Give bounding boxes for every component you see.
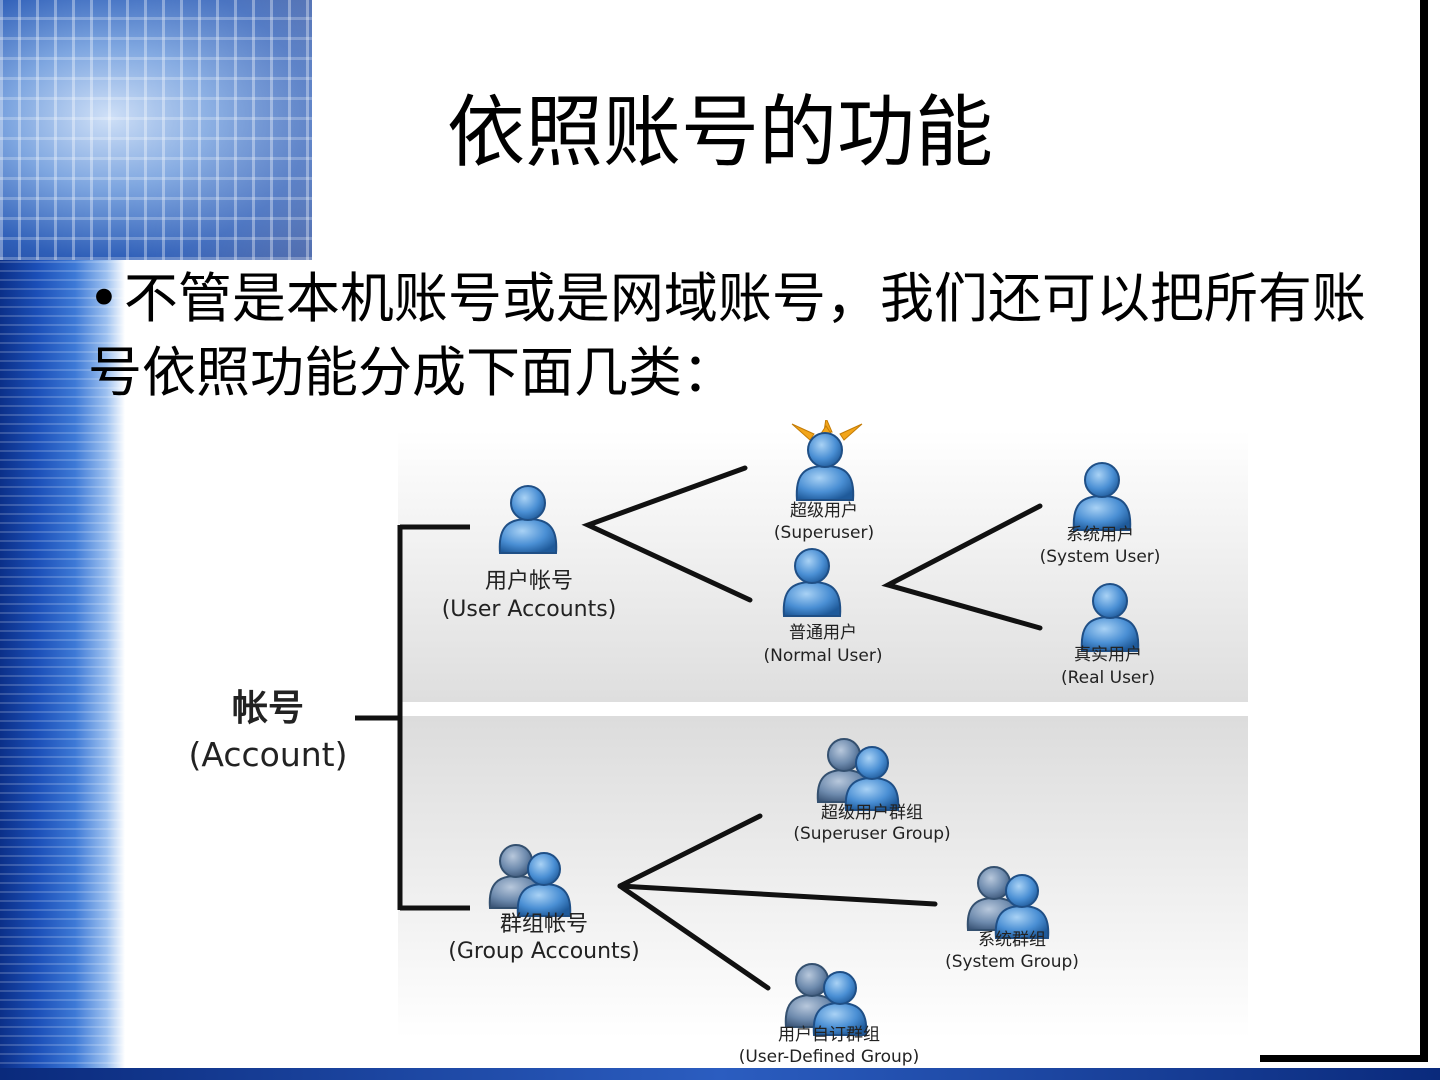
user-defined-group-label-zh: 用户自订群组	[778, 1025, 880, 1045]
root-bracket	[355, 524, 470, 911]
user-connectors	[581, 465, 1043, 631]
group-accounts-label-en: (Group Accounts)	[448, 939, 639, 964]
normal-user-label-zh: 普通用户	[789, 623, 857, 643]
superuser-group-label-zh: 超级用户群组	[821, 803, 923, 823]
system-group-label-zh: 系统群组	[978, 930, 1046, 950]
user-accounts-label-zh: 用户帐号	[485, 569, 573, 594]
root-label-en: (Account)	[189, 735, 348, 774]
slide-title: 依照账号的功能	[446, 88, 993, 178]
group-accounts-label-zh: 群组帐号	[500, 912, 588, 937]
bullet-dot: •	[88, 267, 120, 330]
system-user-label-en: (System User)	[1040, 547, 1161, 567]
corner-globe-graphic	[0, 0, 312, 260]
user-defined-group-label-en: (User-Defined Group)	[739, 1047, 920, 1067]
bullet-paragraph: •不管是本机账号或是网域账号，我们还可以把所有账号依照功能分成下面几类：	[88, 262, 1368, 410]
corner-fade	[125, 0, 315, 260]
bullet-text: 不管是本机账号或是网域账号，我们还可以把所有账号依照功能分成下面几类：	[88, 267, 1366, 404]
superuser-label-zh: 超级用户	[790, 501, 858, 521]
frame-border-right	[1420, 0, 1428, 1062]
system-user-label-zh: 系统用户	[1066, 525, 1134, 545]
superuser-label-en: (Superuser)	[774, 523, 874, 543]
bottom-decorative-band	[0, 1068, 1440, 1080]
frame-border-bottom	[1260, 1055, 1428, 1062]
user-accounts-label-en: (User Accounts)	[442, 597, 617, 622]
normal-user-label-en: (Normal User)	[764, 646, 883, 666]
real-user-label-en: (Real User)	[1061, 668, 1155, 688]
system-group-label-en: (System Group)	[945, 952, 1079, 972]
group-connectors	[617, 813, 938, 991]
account-type-diagram: 帐号 (Account) 用户帐号 (User Accounts) 超级用户 (…	[189, 420, 1248, 1067]
real-user-label-zh: 真实用户	[1074, 645, 1142, 665]
superuser-group-label-en: (Superuser Group)	[793, 824, 950, 844]
root-label-zh: 帐号	[232, 688, 304, 729]
